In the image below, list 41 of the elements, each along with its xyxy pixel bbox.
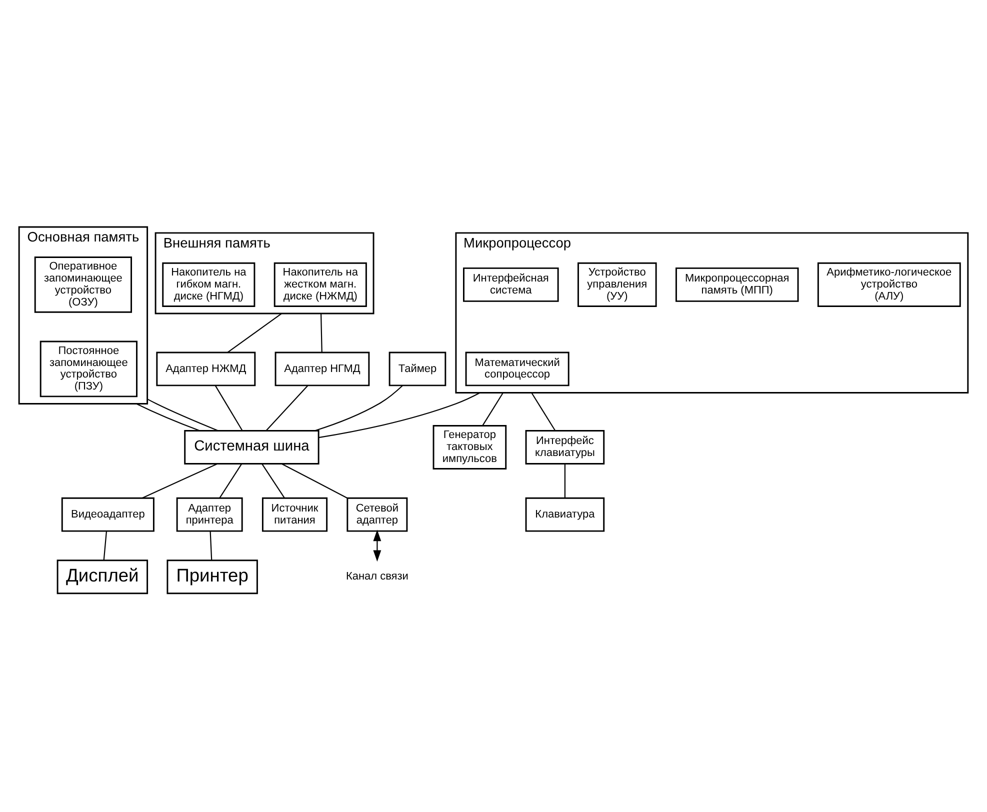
connector bbox=[314, 384, 403, 431]
node-box: Микропроцессорная память (МПП) bbox=[675, 266, 799, 302]
node-box: Накопитель на гибком магн. диске (НГМД) bbox=[162, 262, 256, 306]
node-box: Сетевой адаптер bbox=[346, 496, 408, 532]
node-box: Генератор тактовых импульсов bbox=[432, 424, 507, 470]
connector bbox=[262, 463, 285, 498]
node-box: Адаптер НЖМД bbox=[156, 351, 256, 386]
connector bbox=[103, 530, 108, 560]
node-box: Дисплей bbox=[56, 559, 148, 594]
node-box: Накопитель на жестком магн. диске (НЖМД) bbox=[274, 262, 367, 306]
connector bbox=[282, 462, 348, 498]
node-box: Математический сопроцессор bbox=[465, 351, 570, 386]
connector bbox=[531, 392, 556, 430]
node-text: Канал связи bbox=[346, 570, 408, 582]
node-box: Оперативное запоминающее устройство (ОЗУ) bbox=[34, 256, 132, 312]
connector bbox=[136, 402, 200, 431]
node-box: Адаптер принтера bbox=[176, 496, 243, 532]
node-box: Адаптер НГМД bbox=[274, 351, 370, 386]
node-box: Источник питания bbox=[262, 496, 328, 532]
connector bbox=[320, 313, 322, 352]
node-box: Арифметико-логическое устройство (АЛУ) bbox=[817, 262, 961, 306]
node-box: Устройство управления (УУ) bbox=[577, 262, 657, 306]
connector bbox=[318, 392, 480, 438]
connector bbox=[214, 384, 243, 430]
connector bbox=[142, 462, 218, 498]
node-box: Постоянное запоминающее устройство (ПЗУ) bbox=[40, 340, 138, 397]
connector bbox=[564, 464, 566, 498]
node-box: Интерфейс клавиатуры bbox=[525, 430, 605, 464]
node-box: Таймер bbox=[388, 351, 446, 386]
connector bbox=[266, 384, 308, 430]
connector bbox=[147, 398, 218, 431]
arrow bbox=[373, 529, 382, 562]
node-box: Системная шина bbox=[184, 430, 320, 464]
node-box: Интерфейсная система bbox=[463, 266, 559, 302]
node-box: Принтер bbox=[166, 559, 258, 594]
connector bbox=[219, 463, 242, 498]
connector bbox=[482, 392, 504, 426]
connector bbox=[227, 312, 282, 352]
connector bbox=[210, 530, 212, 560]
node-box: Видеоадаптер bbox=[61, 496, 154, 532]
node-box: Клавиатура bbox=[525, 496, 605, 532]
